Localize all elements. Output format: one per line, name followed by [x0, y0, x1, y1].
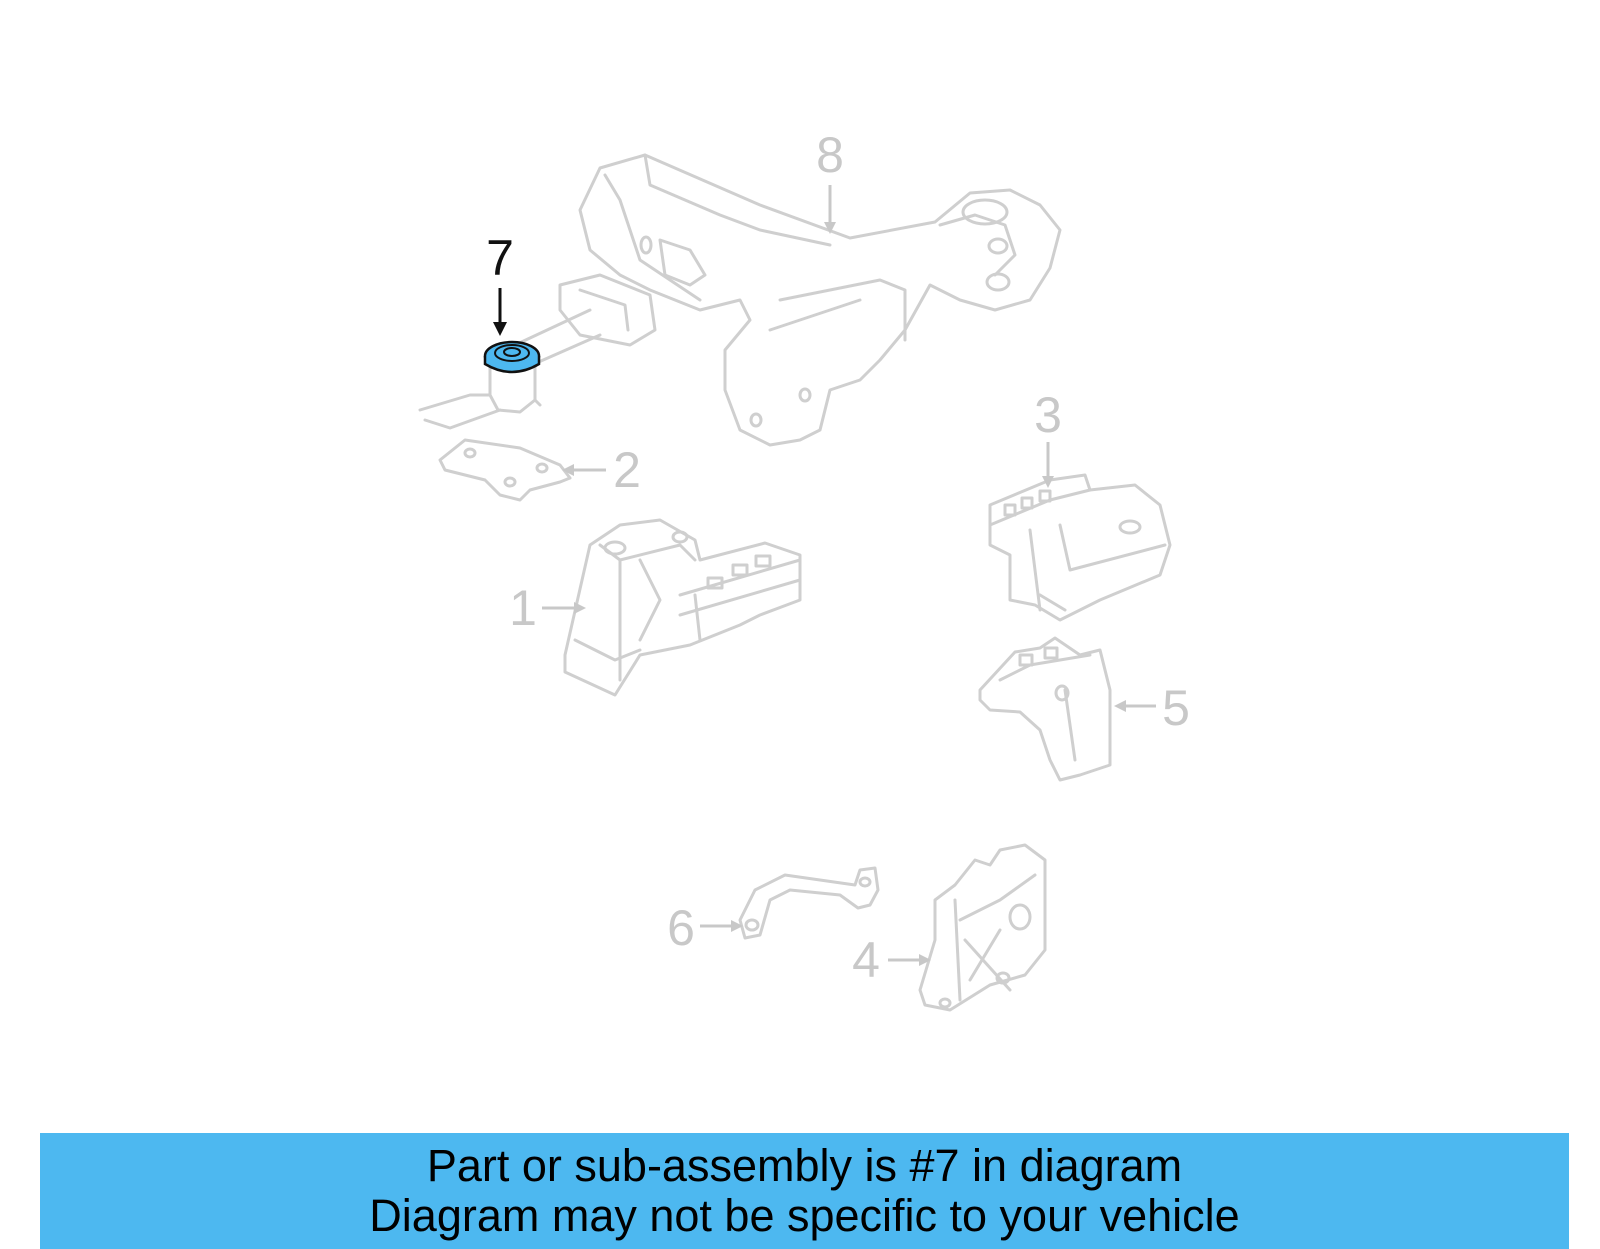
- callout-3-label: 3: [1034, 387, 1062, 443]
- part-7-mount-block: [418, 353, 542, 430]
- callout-2-label: 2: [613, 442, 641, 498]
- callout-8-label: 8: [816, 127, 844, 183]
- callout-7: 7: [486, 230, 514, 336]
- callout-4-label: 4: [852, 932, 880, 988]
- info-banner: Part or sub-assembly is #7 in diagram Di…: [40, 1133, 1569, 1249]
- part-8-subframe[interactable]: [513, 153, 1062, 447]
- part-6-rod[interactable]: [738, 866, 880, 940]
- callout-7-label: 7: [486, 230, 514, 286]
- callout-6: 6: [667, 900, 743, 956]
- callout-2: 2: [562, 442, 641, 498]
- callout-1: 1: [509, 580, 586, 636]
- callout-1-label: 1: [509, 580, 537, 636]
- callout-8: 8: [816, 127, 844, 234]
- callout-6-label: 6: [667, 900, 695, 956]
- callout-5-label: 5: [1162, 680, 1190, 736]
- banner-part-reference: Part or sub-assembly is #7 in diagram: [426, 1140, 1183, 1191]
- part-4-bracket[interactable]: [918, 843, 1047, 1012]
- part-1-mount[interactable]: [563, 518, 802, 697]
- part-2-bracket[interactable]: [438, 438, 572, 502]
- callout-3: 3: [1034, 387, 1062, 488]
- part-5-bracket[interactable]: [978, 636, 1112, 782]
- callout-5: 5: [1114, 680, 1190, 736]
- callout-4: 4: [852, 932, 931, 988]
- part-7-bushing[interactable]: [483, 340, 541, 374]
- banner-disclaimer: Diagram may not be specific to your vehi…: [369, 1190, 1240, 1241]
- part-3-mount[interactable]: [988, 473, 1172, 622]
